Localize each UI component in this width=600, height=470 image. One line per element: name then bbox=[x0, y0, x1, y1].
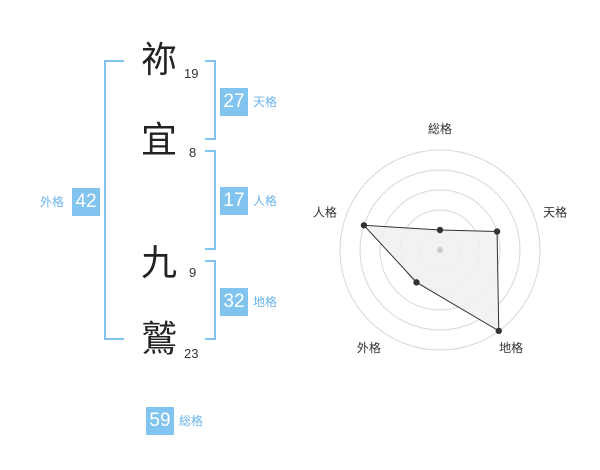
stroke-count-4: 23 bbox=[184, 346, 199, 361]
radar-point-3 bbox=[495, 327, 502, 335]
radar-center-dot bbox=[437, 247, 443, 253]
radar-point-1 bbox=[436, 226, 444, 234]
radar-axis-label-1: 総格 bbox=[428, 121, 452, 136]
radar-axis-label-5: 人格 bbox=[313, 205, 337, 220]
stroke-count-1: 19 bbox=[184, 66, 199, 81]
gaikaku-bracket bbox=[104, 60, 124, 340]
radar-point-5 bbox=[360, 222, 368, 229]
soukaku-label: 総格 bbox=[179, 414, 204, 428]
jinkaku-bracket bbox=[205, 150, 216, 250]
jinkaku-value: 17 bbox=[220, 187, 248, 215]
radar-ring bbox=[379, 189, 501, 311]
tenkaku-label: 天格 bbox=[253, 95, 278, 109]
radar-axis-label-4: 外格 bbox=[357, 340, 381, 355]
chikaku-value: 32 bbox=[220, 288, 248, 316]
radar-point-4 bbox=[413, 279, 420, 286]
chikaku-label: 地格 bbox=[253, 295, 278, 309]
name-char-4: 鷲 bbox=[141, 319, 178, 360]
radar-axis-label-3: 地格 bbox=[499, 340, 523, 355]
chikaku-bracket bbox=[205, 260, 216, 340]
radar-data-polygon bbox=[362, 224, 500, 332]
radar-ring bbox=[359, 169, 521, 331]
name-char-2: 宜 bbox=[141, 120, 178, 161]
tenkaku-bracket bbox=[205, 60, 216, 140]
gaikaku-value: 42 bbox=[72, 188, 100, 216]
tenkaku-value: 27 bbox=[220, 88, 248, 116]
jinkaku-label: 人格 bbox=[253, 194, 278, 208]
radar-axis-label-2: 天格 bbox=[543, 205, 567, 220]
stroke-count-2: 8 bbox=[189, 145, 197, 160]
stroke-count-3: 9 bbox=[189, 265, 197, 280]
soukaku-value: 59 bbox=[146, 407, 174, 435]
radar-point-2 bbox=[493, 228, 501, 235]
name-char-1: 祢 bbox=[141, 40, 178, 81]
gaikaku-label: 外格 bbox=[40, 195, 65, 209]
name-char-3: 九 bbox=[141, 243, 178, 284]
radar-points bbox=[360, 222, 502, 335]
